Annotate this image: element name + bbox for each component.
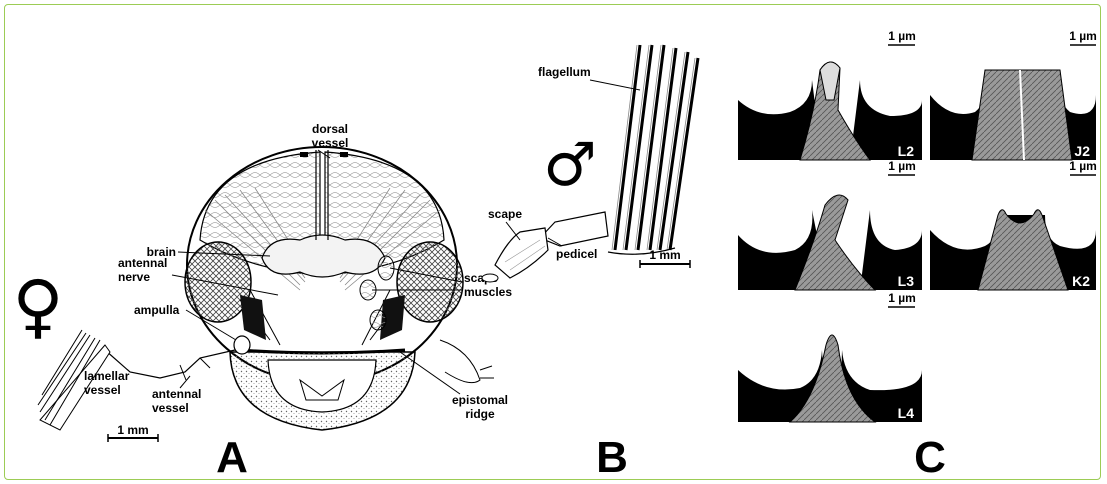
- label-ampulla: ampulla: [134, 303, 180, 317]
- micrograph-j2: [930, 52, 1096, 160]
- label-antennal-vessel-2: vessel: [152, 401, 189, 415]
- micrograph-label-l2: L2: [898, 143, 915, 159]
- micrograph-l4: [738, 314, 922, 422]
- label-pedicel: pedicel: [556, 247, 597, 261]
- panel-letter-a: A: [216, 433, 248, 482]
- scale-bar-c-l3: 1 µm: [888, 159, 916, 173]
- label-epistomal-ridge-2: ridge: [465, 407, 495, 421]
- micrograph-label-l4: L4: [898, 405, 915, 421]
- label-lamellar-vessel-1: lamellar: [84, 369, 130, 383]
- label-dorsal-vessel-2: vessel: [312, 136, 349, 150]
- scale-bar-c-l4: 1 µm: [888, 291, 916, 305]
- micrograph-l3: [738, 182, 922, 290]
- label-dorsal-vessel-1: dorsal: [312, 122, 348, 136]
- label-lamellar-vessel-2: vessel: [84, 383, 121, 397]
- micrograph-label-l3: L3: [898, 273, 915, 289]
- label-flagellum: flagellum: [538, 65, 591, 79]
- female-symbol: ♀: [12, 265, 63, 347]
- label-antennal-nerve-1: antennal: [118, 256, 167, 270]
- micrograph-l2: [738, 52, 922, 160]
- scale-bar-c-k2: 1 µm: [1069, 159, 1097, 173]
- micrograph-label-j2: J2: [1074, 143, 1090, 159]
- label-scape-muscles-2: muscles: [464, 285, 512, 299]
- panel-letter-c: C: [914, 433, 946, 482]
- label-epistomal-ridge-1: epistomal: [452, 393, 508, 407]
- scale-bar-c-l2: 1 µm: [888, 29, 916, 43]
- panel-letter-b: B: [596, 433, 628, 482]
- scale-bar-c-j2: 1 µm: [1069, 29, 1097, 43]
- male-symbol: ♂: [543, 130, 597, 200]
- micrograph-label-k2: K2: [1072, 273, 1090, 289]
- label-scape: scape: [488, 207, 522, 221]
- label-antennal-nerve-2: nerve: [118, 270, 150, 284]
- label-antennal-vessel-1: antennal: [152, 387, 201, 401]
- micrograph-k2: [930, 182, 1096, 290]
- scale-bar-a: 1 mm: [117, 423, 148, 437]
- scale-bar-b: 1 mm: [649, 248, 680, 262]
